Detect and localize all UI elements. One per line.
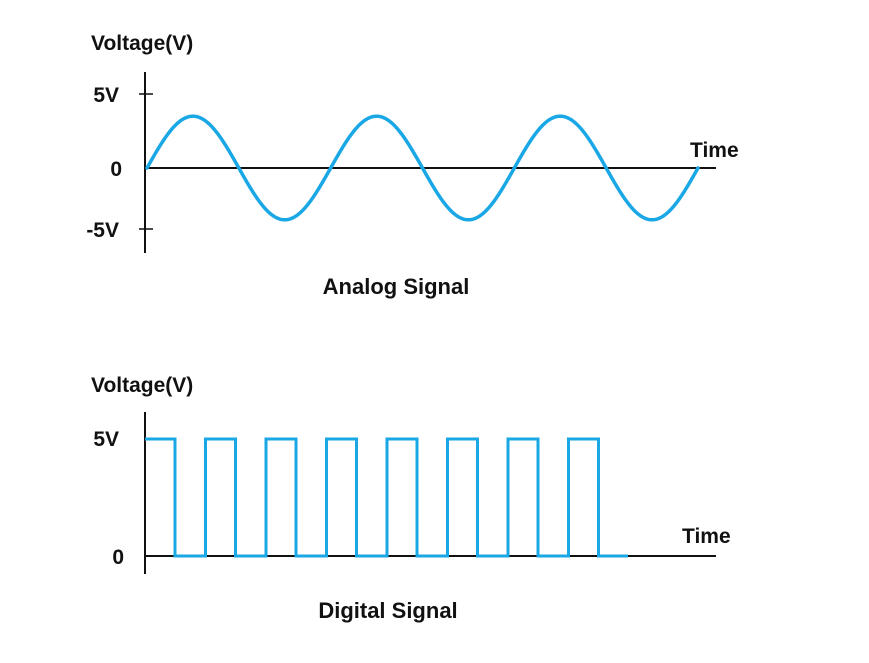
analog-tick-label-5v: 5V [93, 84, 119, 107]
digital-y-axis-label: Voltage(V) [91, 374, 193, 397]
digital-x-axis-label: Time [682, 525, 731, 548]
digital-square-wave [145, 437, 628, 558]
analog-tick-label-neg5v: -5V [86, 219, 119, 242]
analog-x-axis-label: Time [690, 139, 739, 162]
analog-y-axis-label: Voltage(V) [91, 32, 193, 55]
analog-caption: Analog Signal [323, 274, 470, 299]
digital-panel: Voltage(V) 5V 0 Time Digital Signal [91, 374, 731, 623]
digital-caption: Digital Signal [318, 598, 457, 623]
analog-sine-wave [145, 114, 700, 222]
digital-tick-label-0: 0 [112, 546, 124, 569]
analog-tick-label-0: 0 [110, 158, 122, 181]
analog-panel: Voltage(V) 5V 0 -5V Time Analog Signal [86, 32, 738, 299]
digital-tick-label-5v: 5V [93, 428, 119, 451]
